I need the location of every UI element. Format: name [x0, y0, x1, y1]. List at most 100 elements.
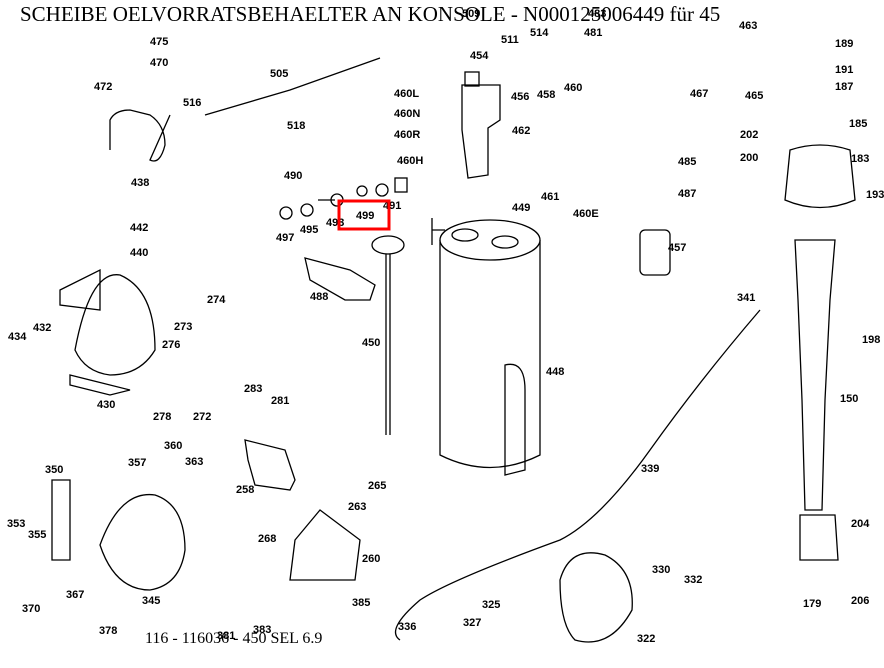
part-label-438[interactable]: 438	[131, 177, 149, 189]
part-label-450[interactable]: 450	[362, 337, 380, 349]
part-label-273[interactable]: 273	[174, 321, 192, 333]
filter-drawing	[639, 229, 671, 276]
part-label-276[interactable]: 276	[162, 339, 180, 351]
part-label-460E[interactable]: 460E	[573, 208, 599, 220]
part-label-442[interactable]: 442	[130, 222, 148, 234]
part-label-258[interactable]: 258	[236, 484, 254, 496]
part-label-481[interactable]: 481	[584, 27, 602, 39]
reservoir-bowl-drawing	[59, 268, 156, 396]
part-label-434[interactable]: 434	[8, 331, 27, 343]
part-label-458[interactable]: 458	[537, 89, 555, 101]
part-label-200[interactable]: 200	[740, 152, 758, 164]
part-label-339[interactable]: 339	[641, 463, 659, 475]
part-label-461[interactable]: 461	[541, 191, 559, 203]
part-label-516[interactable]: 516	[183, 97, 201, 109]
part-label-470[interactable]: 470	[150, 57, 168, 69]
part-label-432[interactable]: 432	[33, 322, 51, 334]
part-label-381[interactable]: 381	[217, 630, 235, 642]
part-label-460H[interactable]: 460H	[397, 155, 423, 167]
part-label-449[interactable]: 449	[512, 202, 530, 214]
part-label-467[interactable]: 467	[690, 88, 708, 100]
part-label-327[interactable]: 327	[463, 617, 481, 629]
part-label-511[interactable]: 511	[501, 34, 519, 46]
part-label-274[interactable]: 274	[207, 294, 226, 306]
part-label-353[interactable]: 353	[7, 518, 25, 530]
part-label-488[interactable]: 488	[310, 291, 328, 303]
part-label-448[interactable]: 448	[546, 366, 564, 378]
part-label-475[interactable]: 475	[150, 36, 168, 48]
part-label-336[interactable]: 336	[398, 621, 416, 633]
part-label-265[interactable]: 265	[368, 480, 386, 492]
highlight-box-499	[337, 199, 391, 231]
part-label-430[interactable]: 430	[97, 399, 115, 411]
part-label-463[interactable]: 463	[739, 20, 757, 32]
part-label-281[interactable]: 281	[271, 395, 289, 407]
part-label-457[interactable]: 457	[668, 242, 686, 254]
part-label-185[interactable]: 185	[849, 118, 867, 130]
part-label-150[interactable]: 150	[840, 393, 858, 405]
bracket-260-drawing	[289, 509, 361, 581]
diagram-title: SCHEIBE OELVORRATSBEHAELTER AN KONSOLE -…	[20, 2, 721, 26]
part-label-454[interactable]: 454	[470, 50, 489, 62]
part-label-332[interactable]: 332	[684, 574, 702, 586]
part-label-278[interactable]: 278	[153, 411, 171, 423]
part-label-497[interactable]: 497	[276, 232, 294, 244]
bracket-drawing	[304, 257, 376, 301]
part-label-472[interactable]: 472	[94, 81, 112, 93]
part-label-460L[interactable]: 460L	[394, 88, 419, 100]
part-label-202[interactable]: 202	[740, 129, 758, 141]
part-label-341[interactable]: 341	[737, 292, 755, 304]
part-label-460[interactable]: 460	[564, 82, 582, 94]
part-label-268[interactable]: 268	[258, 533, 276, 545]
part-label-499[interactable]: 499	[356, 210, 374, 222]
steering-column-drawing	[784, 144, 856, 561]
part-label-385[interactable]: 385	[352, 597, 370, 609]
part-label-357[interactable]: 357	[128, 457, 146, 469]
part-label-363[interactable]: 363	[185, 456, 203, 468]
part-label-367[interactable]: 367	[66, 589, 84, 601]
part-label-325[interactable]: 325	[482, 599, 500, 611]
part-label-518[interactable]: 518	[287, 120, 305, 132]
part-label-370[interactable]: 370	[22, 603, 40, 615]
part-label-462[interactable]: 462	[512, 125, 530, 137]
part-label-465[interactable]: 465	[745, 90, 763, 102]
part-label-505[interactable]: 505	[270, 68, 288, 80]
part-label-204[interactable]: 204	[851, 518, 870, 530]
part-label-263[interactable]: 263	[348, 501, 366, 513]
part-label-179[interactable]: 179	[803, 598, 821, 610]
part-label-355[interactable]: 355	[28, 529, 46, 541]
part-label-189[interactable]: 189	[835, 38, 853, 50]
part-label-183[interactable]: 183	[851, 153, 869, 165]
part-label-260[interactable]: 260	[362, 553, 380, 565]
part-label-440[interactable]: 440	[130, 247, 148, 259]
part-label-187[interactable]: 187	[835, 81, 853, 93]
part-label-490[interactable]: 490	[284, 170, 302, 182]
part-label-383[interactable]: 383	[253, 624, 271, 636]
part-label-283[interactable]: 283	[244, 383, 262, 395]
part-label-509[interactable]: 509	[462, 8, 480, 20]
part-label-206[interactable]: 206	[851, 595, 869, 607]
part-label-360[interactable]: 360	[164, 440, 182, 452]
pump-drawing	[461, 71, 501, 179]
part-label-493[interactable]: 493	[326, 217, 344, 229]
part-label-487[interactable]: 487	[678, 188, 696, 200]
part-label-456[interactable]: 456	[511, 91, 529, 103]
part-label-272[interactable]: 272	[193, 411, 211, 423]
part-label-350[interactable]: 350	[45, 464, 63, 476]
part-label-198[interactable]: 198	[862, 334, 880, 346]
part-label-514[interactable]: 514	[530, 27, 549, 39]
part-label-193[interactable]: 193	[866, 189, 884, 201]
part-label-378[interactable]: 378	[99, 625, 117, 637]
pipe-438-drawing	[109, 109, 171, 162]
part-label-460R[interactable]: 460R	[394, 129, 420, 141]
part-label-495[interactable]: 495	[300, 224, 318, 236]
part-label-322[interactable]: 322	[637, 633, 655, 645]
part-label-345[interactable]: 345	[142, 595, 160, 607]
part-label-485[interactable]: 485	[678, 156, 696, 168]
part-label-191[interactable]: 191	[835, 64, 853, 76]
part-label-330[interactable]: 330	[652, 564, 670, 576]
part-label-483[interactable]: 483	[588, 8, 606, 20]
bolt-washer-cluster-drawing	[279, 177, 408, 220]
part-label-460N[interactable]: 460N	[394, 108, 420, 120]
